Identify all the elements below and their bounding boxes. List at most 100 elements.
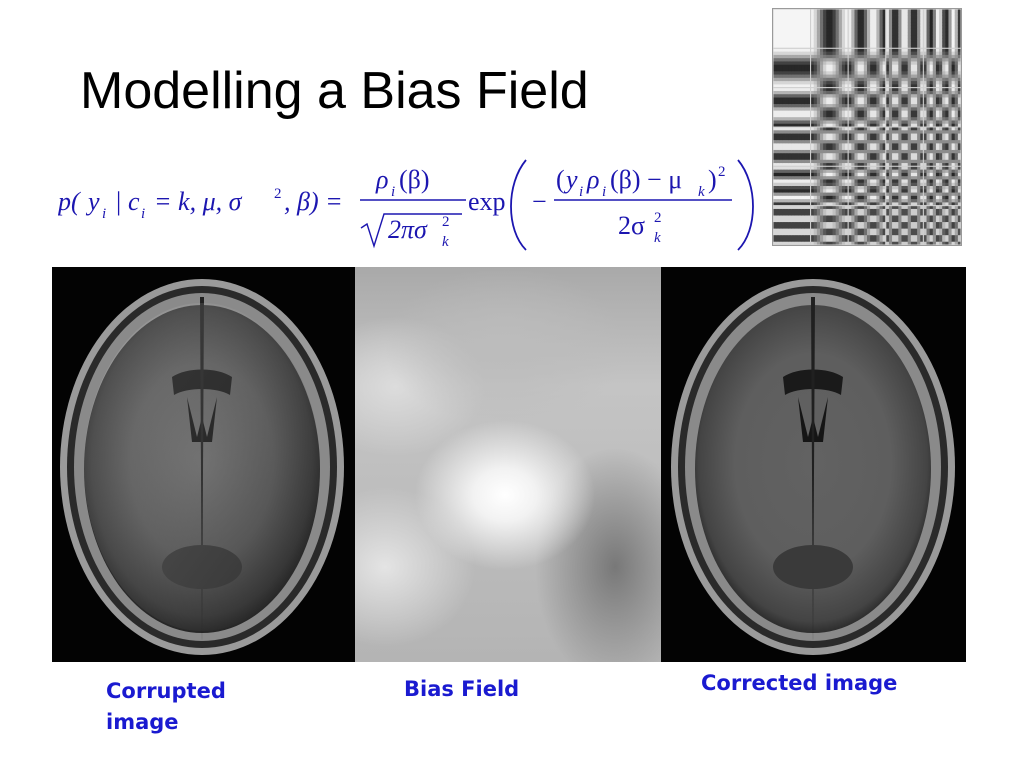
basis-pixel: [829, 28, 833, 33]
eq-frac2-rho-sub: i: [602, 184, 606, 200]
basis-pixel: [838, 51, 843, 56]
basis-pixel: [801, 172, 805, 177]
basis-pixel: [816, 22, 821, 26]
basis-pixel: [848, 100, 852, 105]
basis-pixel: [926, 71, 931, 75]
basis-pixel: [848, 31, 852, 36]
basis-pixel: [867, 15, 871, 20]
basis-pixel: [857, 104, 862, 108]
basis-pixel: [816, 228, 821, 233]
basis-pixel: [879, 107, 884, 112]
basis-pixel: [826, 172, 830, 177]
basis-pixel: [807, 61, 811, 66]
basis-pixel: [854, 74, 858, 79]
basis-pixel: [951, 48, 956, 53]
basis-pixel: [945, 123, 949, 128]
basis-pixel: [838, 81, 843, 85]
basis-pixel: [920, 208, 924, 213]
basis-pixel: [841, 113, 846, 118]
basis-pixel: [885, 159, 890, 164]
basis-pixel: [867, 117, 871, 121]
basis-pixel: [785, 186, 790, 190]
basis-pixel: [870, 133, 874, 138]
basis-pixel: [885, 97, 890, 102]
basis-pixel: [917, 225, 921, 230]
basis-pixel: [907, 117, 912, 121]
basis-pixel: [823, 25, 827, 30]
basis-pixel: [917, 15, 921, 20]
basis-pixel: [870, 241, 874, 245]
basis-pixel: [942, 77, 946, 82]
basis-pixel: [957, 199, 961, 203]
basis-pixel: [860, 169, 865, 174]
basis-pixel: [939, 136, 943, 141]
basis-pixel: [876, 228, 880, 233]
basis-pixel: [879, 9, 884, 13]
basis-pixel: [957, 81, 961, 85]
basis-pixel: [838, 68, 843, 72]
basis-pixel: [885, 41, 890, 46]
basis-pixel: [785, 153, 790, 157]
basis-pixel: [823, 28, 827, 33]
basis-pixel: [945, 241, 949, 245]
basis-pixel: [957, 241, 961, 245]
basis-pixel: [829, 123, 833, 128]
basis-pixel: [823, 113, 827, 118]
basis-pixel: [867, 74, 871, 79]
basis-pixel: [895, 133, 899, 138]
basis-pixel: [773, 9, 777, 13]
basis-pixel: [907, 94, 912, 98]
basis-pixel: [779, 235, 783, 239]
basis-pixel: [788, 97, 793, 102]
basis-pixel: [807, 186, 811, 190]
basis-pixel: [942, 113, 946, 118]
basis-pixel: [860, 97, 865, 102]
basis-pixel: [860, 81, 865, 85]
basis-pixel: [892, 140, 896, 144]
basis-pixel: [776, 90, 780, 95]
basis-pixel: [785, 149, 790, 154]
basis-pixel: [835, 87, 840, 92]
basis-pixel: [901, 97, 905, 102]
basis-pixel: [798, 199, 802, 203]
basis-pixel: [876, 153, 880, 157]
basis-pixel: [929, 146, 934, 151]
basis-pixel: [841, 153, 846, 157]
basis-pixel: [826, 110, 830, 115]
basis-pixel: [873, 215, 877, 220]
basis-pixel: [932, 146, 937, 151]
basis-pixel: [794, 146, 799, 151]
basis-pixel: [848, 71, 852, 75]
basis-pixel: [857, 153, 862, 157]
basis-pixel: [917, 64, 921, 69]
basis-pixel: [917, 156, 921, 161]
basis-pixel: [841, 156, 846, 161]
basis-pixel: [892, 15, 896, 20]
basis-pixel: [841, 97, 846, 102]
basis-pixel: [860, 100, 865, 105]
basis-pixel: [945, 156, 949, 161]
basis-pixel: [929, 68, 934, 72]
basis-pixel: [929, 25, 934, 30]
basis-pixel: [838, 110, 843, 115]
basis-pixel: [801, 192, 805, 197]
basis-pixel: [867, 182, 871, 187]
basis-pixel: [904, 133, 909, 138]
basis-pixel: [923, 15, 927, 20]
basis-pixel: [879, 140, 884, 144]
basis-pixel: [804, 104, 808, 108]
basis-pixel: [876, 107, 880, 112]
basis-pixel: [917, 71, 921, 75]
basis-pixel: [816, 208, 821, 213]
basis-pixel: [926, 15, 931, 20]
basis-pixel: [867, 31, 871, 36]
basis-pixel: [948, 107, 952, 112]
basis-pixel: [848, 15, 852, 20]
basis-pixel: [879, 84, 884, 89]
basis-pixel: [851, 54, 855, 59]
basis-pixel: [820, 113, 824, 118]
basis-pixel: [929, 97, 934, 102]
basis-pixel: [791, 186, 796, 190]
basis-pixel: [782, 97, 786, 102]
basis-pixel: [798, 12, 802, 16]
